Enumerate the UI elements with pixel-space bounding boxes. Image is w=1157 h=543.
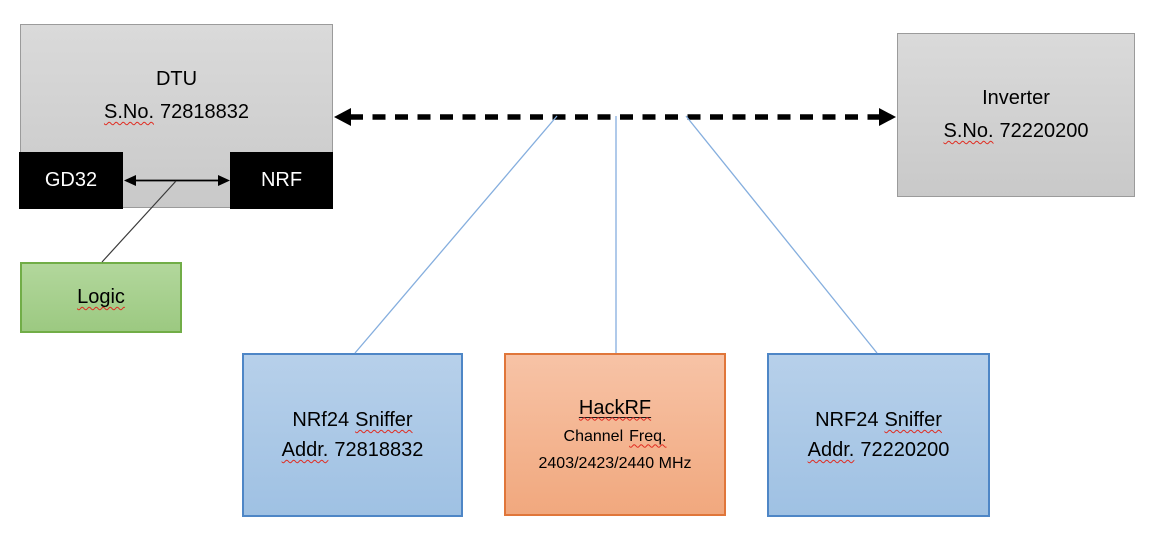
inverter-serial: S.No.72220200	[943, 115, 1088, 148]
sniffer-right-addr: Addr.72220200	[808, 435, 950, 465]
inverter-box: Inverter S.No.72220200	[897, 33, 1135, 197]
inverter-title: Inverter	[982, 87, 1050, 109]
hackrf-channel-line: Channel Freq.	[564, 423, 667, 450]
sniffer-right-link-line	[685, 115, 878, 354]
sniffer-left-addr-label: Addr.	[281, 439, 329, 461]
dtu-serial-value: 72818832	[160, 101, 249, 123]
dtu-inverter-dashed-arrow	[334, 108, 896, 126]
dtu-serial-label: S.No.	[103, 101, 155, 123]
sniffer-right-addr-label: Addr.	[807, 439, 855, 461]
sniffer-right-name-word: Sniffer	[884, 409, 942, 431]
logic-box: Logic	[20, 262, 182, 333]
sniffer-right-name-prefix: NRF24	[815, 409, 879, 431]
gd32-chip: GD32	[19, 152, 123, 209]
sniffer-left-link-line	[354, 115, 558, 354]
inverter-serial-value: 72220200	[999, 120, 1089, 142]
hackrf-box: HackRF Channel Freq. 2403/2423/2440 MHz	[504, 353, 726, 516]
hackrf-freq-word: Freq.	[629, 427, 667, 445]
sniffer-left-name-word: Sniffer	[355, 409, 413, 431]
nrf-label: NRF	[260, 169, 303, 191]
hackrf-channel-word: Channel	[563, 427, 624, 445]
inverter-serial-label: S.No.	[943, 120, 994, 142]
sniffer-left-addr: Addr.72818832	[282, 435, 424, 465]
logic-label: Logic	[77, 286, 125, 308]
gd32-label: GD32	[44, 169, 98, 191]
dtu-serial: S.No.72818832	[104, 96, 249, 129]
sniffer-left-addr-value: 72818832	[334, 439, 424, 461]
hackrf-frequencies: 2403/2423/2440 MHz	[538, 454, 692, 472]
dtu-title: DTU	[155, 68, 198, 90]
hackrf-title: HackRF	[579, 393, 651, 423]
hackrf-title-text: HackRF	[578, 396, 652, 419]
nrf-chip: NRF	[230, 152, 333, 209]
sniffer-left-name-prefix: NRf24	[292, 409, 350, 431]
sniffer-right-addr-value: 72220200	[860, 439, 950, 461]
